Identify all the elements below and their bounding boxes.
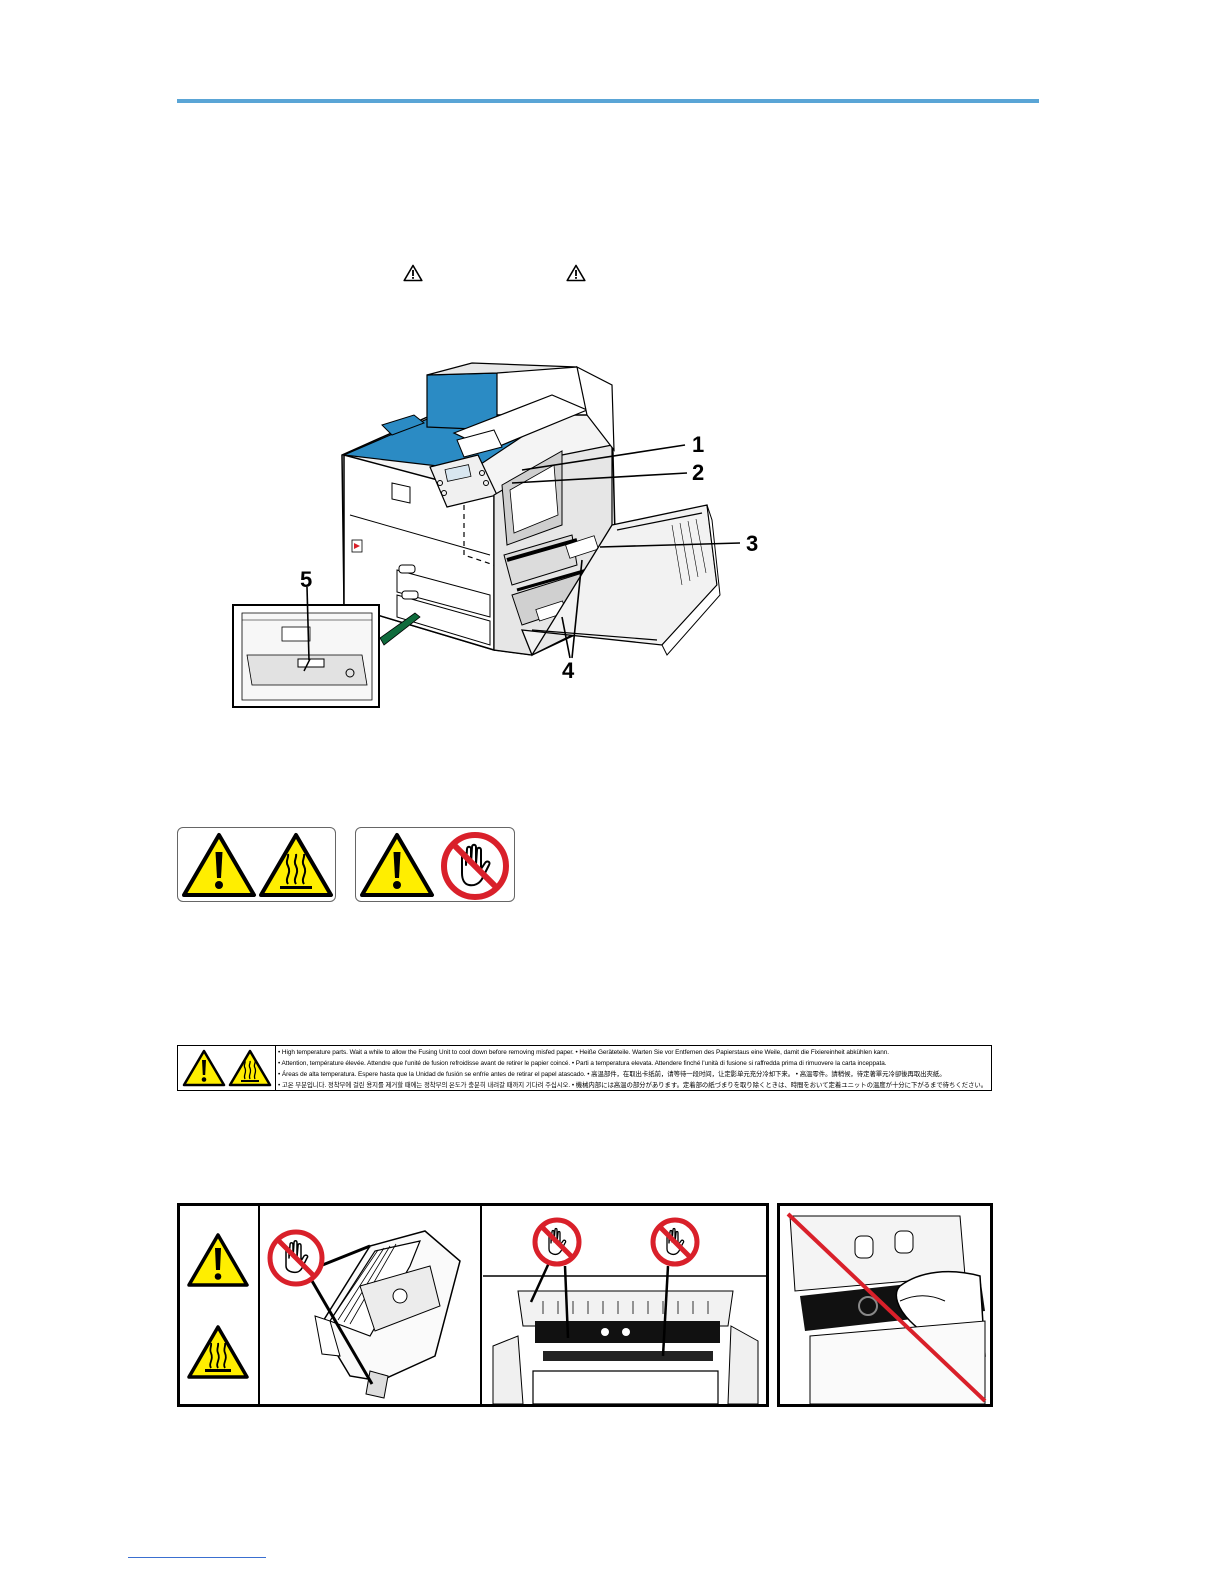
header-rule: [177, 99, 1039, 103]
hand-touch-drawing: [786, 1212, 987, 1404]
warning-triangle-icon: [360, 833, 434, 897]
warning-triangle-icon: [403, 264, 423, 282]
callout-3: 3: [746, 531, 758, 556]
fusing-unit-warning-strip: • High temperature parts. Wait a while t…: [177, 1045, 992, 1091]
strip-line-2: • Attention, température élevée. Attendr…: [278, 1060, 887, 1067]
fusing-caution-panel: [177, 1203, 769, 1407]
warning-triangle-icon: [566, 264, 586, 282]
fusing-unit-drawing: [267, 1229, 461, 1399]
hot-surface-icon: [228, 1049, 272, 1087]
strip-line-3: • Áreas de alta temperatura. Espere hast…: [278, 1071, 946, 1078]
warning-triangle-icon: [182, 833, 256, 897]
fusing-interior-drawing: [483, 1217, 766, 1404]
fusing-strip-text: • High temperature parts. Wait a while t…: [278, 1046, 988, 1090]
warning-triangle-icon: [187, 1233, 249, 1287]
hot-surface-icon: [187, 1325, 249, 1379]
label-warning-hot-surface: [177, 827, 336, 902]
callout-4: 4: [562, 658, 575, 683]
warning-triangle-icon: [182, 1049, 226, 1087]
panel-icon-column: [180, 1206, 260, 1404]
callout-5: 5: [300, 567, 312, 592]
callout-2: 2: [692, 460, 704, 485]
hot-surface-icon: [259, 833, 333, 897]
label-warning-no-touch: [355, 827, 515, 902]
strip-line-4: • 고온 부분입니다. 정착부에 걸린 용지를 제거할 때에는 정착부의 온도가…: [278, 1082, 988, 1089]
printer-illustration: 1 2 3 4 5: [232, 362, 758, 708]
footnote-rule: [128, 1557, 266, 1558]
strip-line-1: • High temperature parts. Wait a while t…: [278, 1049, 890, 1056]
do-not-touch-panel: [777, 1203, 993, 1407]
no-touch-hand-icon: [441, 832, 509, 900]
callout-1: 1: [692, 432, 704, 457]
